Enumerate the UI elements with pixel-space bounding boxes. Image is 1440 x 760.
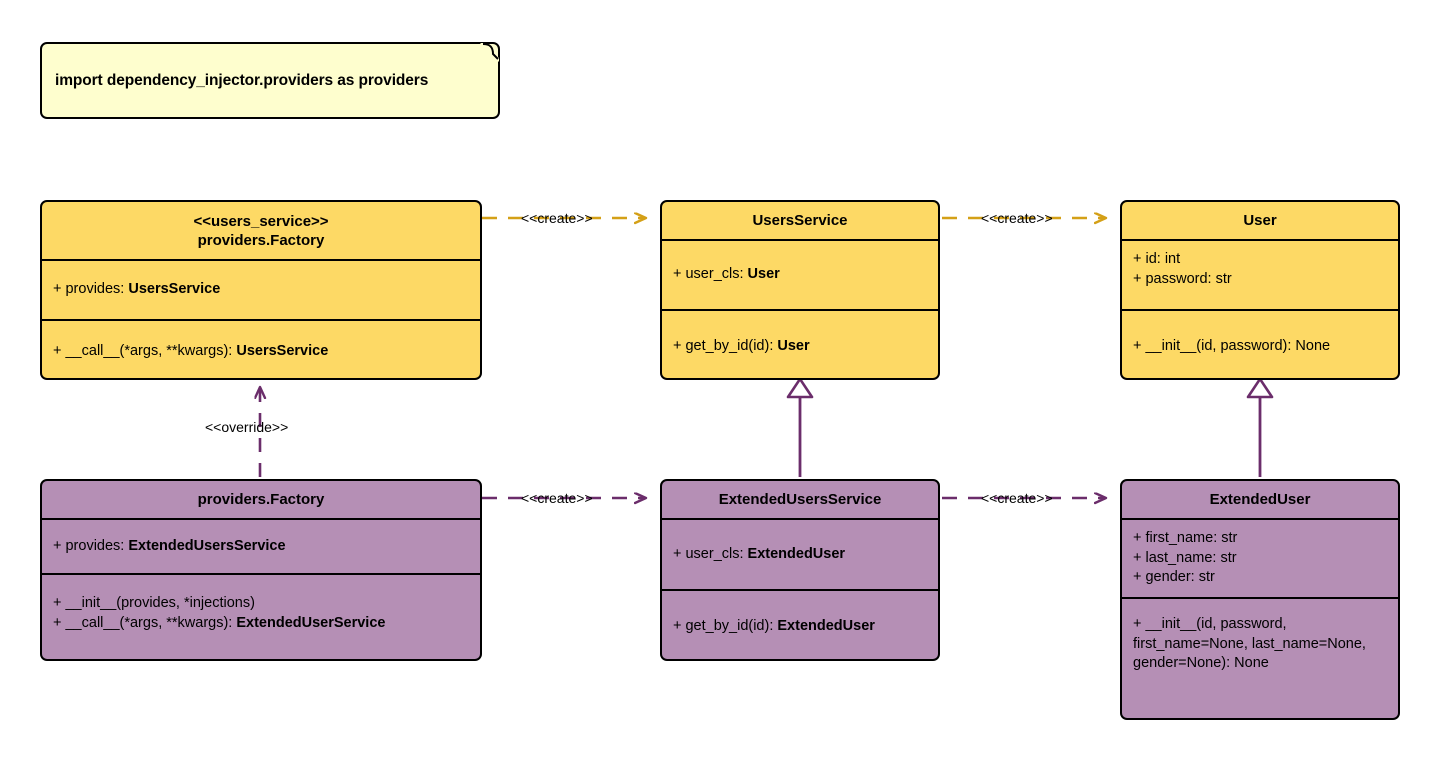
class-attributes-users-service: + user_cls: User [662,239,938,309]
class-name: ExtendedUser [1209,491,1311,508]
attribute-row: + provides: ExtendedUsersService [53,537,286,554]
class-attributes-extended-user: + first_name: str + last_name: str + gen… [1122,518,1398,597]
edge-inherit-user [1246,377,1274,477]
import-note: import dependency_injector.providers as … [40,42,500,119]
import-note-text: import dependency_injector.providers as … [55,71,429,89]
class-attributes-user: + id: int + password: str [1122,239,1398,309]
method-row: + __init__(id, password): None [1133,337,1331,354]
class-header-extended-factory: providers.Factory [42,481,480,518]
class-stereotype: <<users_service>> [193,212,329,230]
class-attributes-extended-users-service: + user_cls: ExtendedUser [662,518,938,589]
class-methods-extended-user: + __init__(id, password, first_name=None… [1122,597,1398,718]
class-name: providers.Factory [197,231,325,249]
method-row: + __call__(*args, **kwargs): ExtendedUse… [53,614,386,631]
method-row: + __call__(*args, **kwargs): UsersServic… [53,342,329,359]
attribute-row: + user_cls: ExtendedUser [673,545,846,562]
class-methods-user: + __init__(id, password): None [1122,309,1398,378]
class-methods-extended-users-service: + get_by_id(id): ExtendedUser [662,589,938,659]
class-name: ExtendedUsersService [718,491,882,508]
class-header-extended-users-service: ExtendedUsersService [662,481,938,518]
attribute-row: + gender: str [1133,569,1215,585]
class-attributes-extended-factory: + provides: ExtendedUsersService [42,518,480,573]
attribute-row: + last_name: str [1133,549,1237,566]
method-row: + __init__(id, password, first_name=None… [1133,616,1366,671]
class-methods-users-service-factory: + __call__(*args, **kwargs): UsersServic… [42,319,480,378]
attribute-row: + password: str [1133,270,1232,287]
method-row: + get_by_id(id): User [673,337,810,354]
class-box-extended-users-service[interactable]: ExtendedUsersService + user_cls: Extende… [660,479,940,661]
edge-label-create-top-left: <<create>> [521,210,593,226]
edge-label-create-bottom-right: <<create>> [981,490,1053,506]
class-box-user[interactable]: User + id: int + password: str + __init_… [1120,200,1400,380]
class-header-user: User [1122,202,1398,239]
attribute-row: + id: int [1133,251,1181,267]
class-name: providers.Factory [197,491,325,508]
class-name: UsersService [752,212,848,229]
method-row: + __init__(provides, *injections) [53,595,255,611]
class-box-extended-factory[interactable]: providers.Factory + provides: ExtendedUs… [40,479,482,661]
edge-label-create-top-right: <<create>> [981,210,1053,226]
class-box-users-service[interactable]: UsersService + user_cls: User + get_by_i… [660,200,940,380]
attribute-row: + provides: UsersService [53,281,221,298]
class-box-extended-user[interactable]: ExtendedUser + first_name: str + last_na… [1120,479,1400,720]
edge-inherit-users-service [786,377,814,477]
method-row: + get_by_id(id): ExtendedUser [673,618,875,635]
edge-label-create-bottom-left: <<create>> [521,490,593,506]
note-fold-corner [480,43,499,62]
class-header-extended-user: ExtendedUser [1122,481,1398,518]
class-header-users-service-factory: <<users_service>> providers.Factory [42,202,480,259]
class-methods-extended-factory: + __init__(provides, *injections) + __ca… [42,573,480,659]
edge-label-override: <<override>> [205,419,289,435]
class-methods-users-service: + get_by_id(id): User [662,309,938,378]
class-attributes-users-service-factory: + provides: UsersService [42,259,480,319]
class-box-users-service-factory[interactable]: <<users_service>> providers.Factory + pr… [40,200,482,380]
attribute-row: + user_cls: User [673,266,780,283]
class-header-users-service: UsersService [662,202,938,239]
class-name: User [1243,212,1277,229]
attribute-row: + first_name: str [1133,530,1238,546]
